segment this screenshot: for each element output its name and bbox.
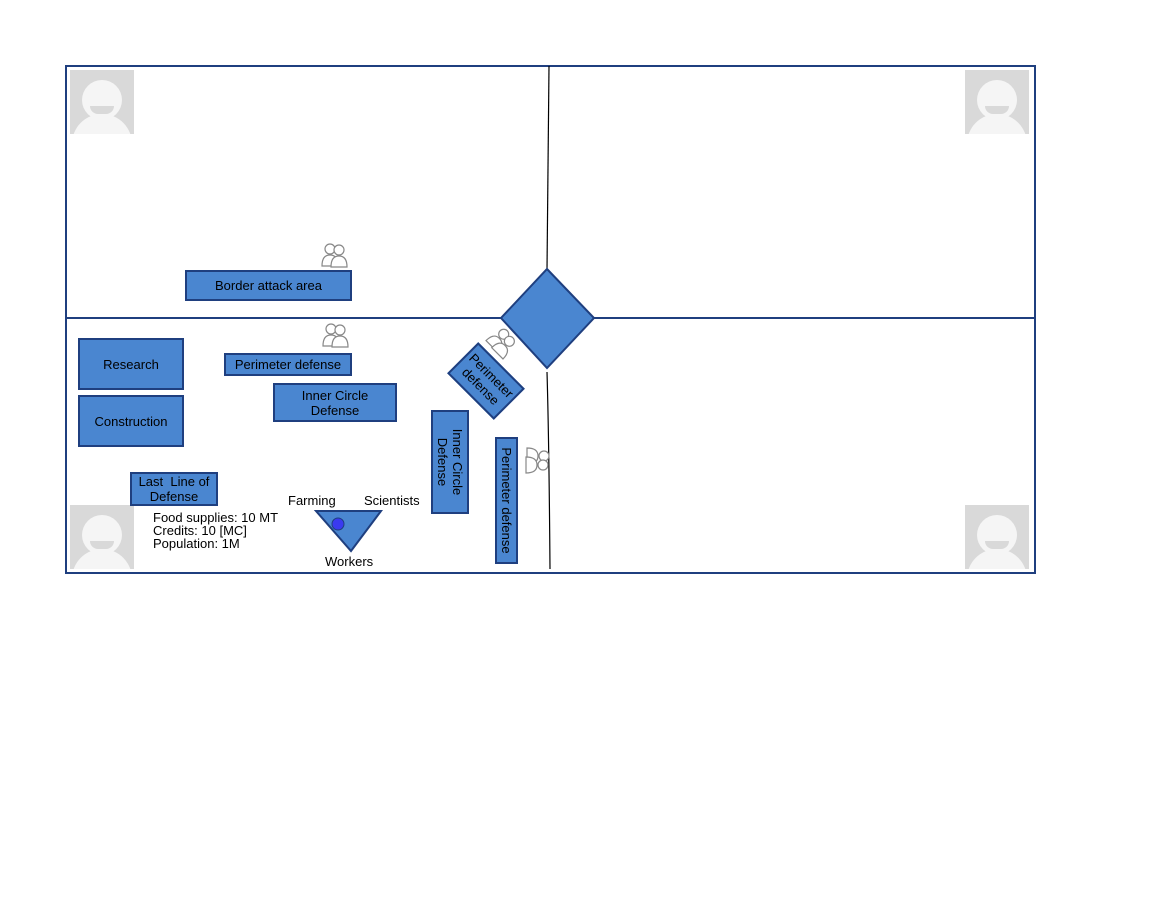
player-avatar-icon-top-left: [70, 70, 134, 134]
construction-label: Construction: [94, 413, 168, 429]
research-box[interactable]: Research: [78, 338, 184, 390]
border-attack-area-box[interactable]: Border attack area: [185, 270, 352, 301]
workers-label: Workers: [325, 554, 374, 569]
game-board: [65, 65, 1036, 574]
people-group-icon: [322, 323, 349, 348]
inner-circle-defense-box[interactable]: Inner Circle Defense: [273, 383, 397, 422]
scientists-label: Scientists: [364, 493, 420, 508]
perimeter-defense-label: Perimeter defense: [234, 357, 342, 372]
food-supplies-stat: Food supplies: 10 MT: [153, 510, 279, 525]
inner-circle-vertical-label: Inner Circle Defense: [435, 428, 465, 496]
farming-label: Farming: [288, 493, 336, 508]
player-avatar-icon-top-right: [965, 70, 1029, 134]
perimeter-vertical-label: Perimeter defense: [499, 447, 514, 554]
construction-box[interactable]: Construction: [78, 395, 184, 447]
population-stat: Population: 1M: [153, 536, 240, 551]
perimeter-defense-box[interactable]: Perimeter defense: [224, 353, 352, 376]
inner-circle-defense-label: Inner Circle Defense: [301, 387, 369, 418]
last-line-of-defense-box[interactable]: Last Line of Defense: [130, 472, 218, 506]
people-group-icon: [485, 328, 515, 360]
research-label: Research: [103, 356, 159, 372]
resource-stats: Food supplies: 10 MT Credits: 10 [MC] Po…: [153, 511, 278, 550]
player-avatar-icon-bottom-left: [70, 505, 134, 569]
last-line-label: Last Line of Defense: [138, 474, 214, 504]
inner-circle-defense-vertical-box[interactable]: Inner Circle Defense: [431, 410, 469, 514]
people-group-icon: [321, 243, 348, 268]
player-avatar-icon-bottom-right: [965, 505, 1029, 569]
border-attack-label: Border attack area: [215, 278, 322, 293]
perimeter-defense-vertical-box[interactable]: Perimeter defense: [495, 437, 518, 564]
people-group-icon: [525, 447, 550, 474]
credits-stat: Credits: 10 [MC]: [153, 523, 247, 538]
